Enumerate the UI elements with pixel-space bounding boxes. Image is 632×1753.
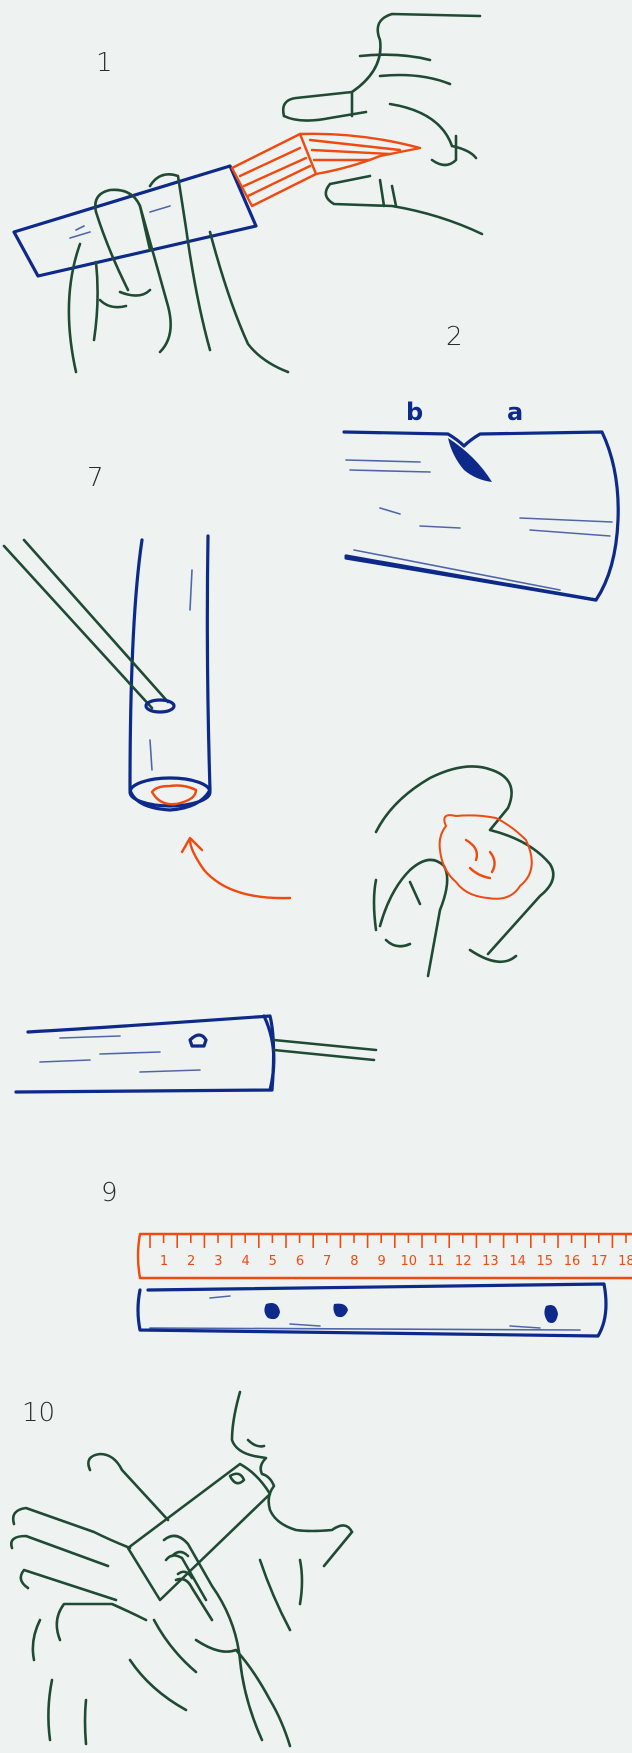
ruler-number: 8 [350, 1254, 358, 1269]
ruler-number: 2 [187, 1254, 195, 1269]
ruler-number: 9 [377, 1254, 385, 1269]
ruler-number: 5 [269, 1254, 277, 1269]
ruler-number: 16 [564, 1254, 581, 1269]
ruler-number: 6 [296, 1254, 304, 1269]
step2-notch [448, 438, 492, 482]
step1-right-hand [283, 14, 480, 116]
player-flute [128, 1464, 270, 1600]
player-face [232, 1392, 352, 1532]
ruler-number: 14 [509, 1254, 526, 1269]
step7-wax-end [152, 786, 196, 805]
ruler-number: 17 [591, 1254, 608, 1269]
ruler-number: 7 [323, 1254, 331, 1269]
horizontal-flute [16, 1016, 274, 1092]
finger-hole-1 [264, 1303, 280, 1319]
wax-hand-illustration [374, 766, 553, 976]
step1-stick [14, 166, 256, 276]
horizontal-flute-illustration [16, 1016, 376, 1092]
ruler-number: 15 [537, 1254, 554, 1269]
ruler-number: 13 [482, 1254, 499, 1269]
ruler-number: 1 [160, 1254, 168, 1269]
step7-arrow [190, 840, 290, 898]
finger-hole-2 [333, 1304, 348, 1318]
step1-left-thumb [95, 190, 170, 352]
finger-hole-3 [544, 1305, 558, 1323]
ruler-number: 11 [428, 1254, 445, 1269]
player-hand-right [164, 1536, 262, 1740]
step7-stick [4, 540, 168, 708]
step7-illustration [4, 536, 290, 898]
step10-illustration [11, 1392, 352, 1746]
step2-illustration [344, 432, 618, 600]
orange-wax-lump [440, 815, 532, 899]
ruler-number: 3 [214, 1254, 222, 1269]
player-hand-left [13, 1508, 130, 1548]
wax-hand-outline [376, 766, 553, 954]
step1-illustration [14, 14, 482, 372]
ruler-number: 18 [618, 1254, 632, 1269]
ruler-number: 12 [455, 1254, 472, 1269]
horizontal-flute-stick [274, 1040, 376, 1060]
ruler-number: 10 [401, 1254, 418, 1269]
ruler-number: 4 [241, 1254, 249, 1269]
